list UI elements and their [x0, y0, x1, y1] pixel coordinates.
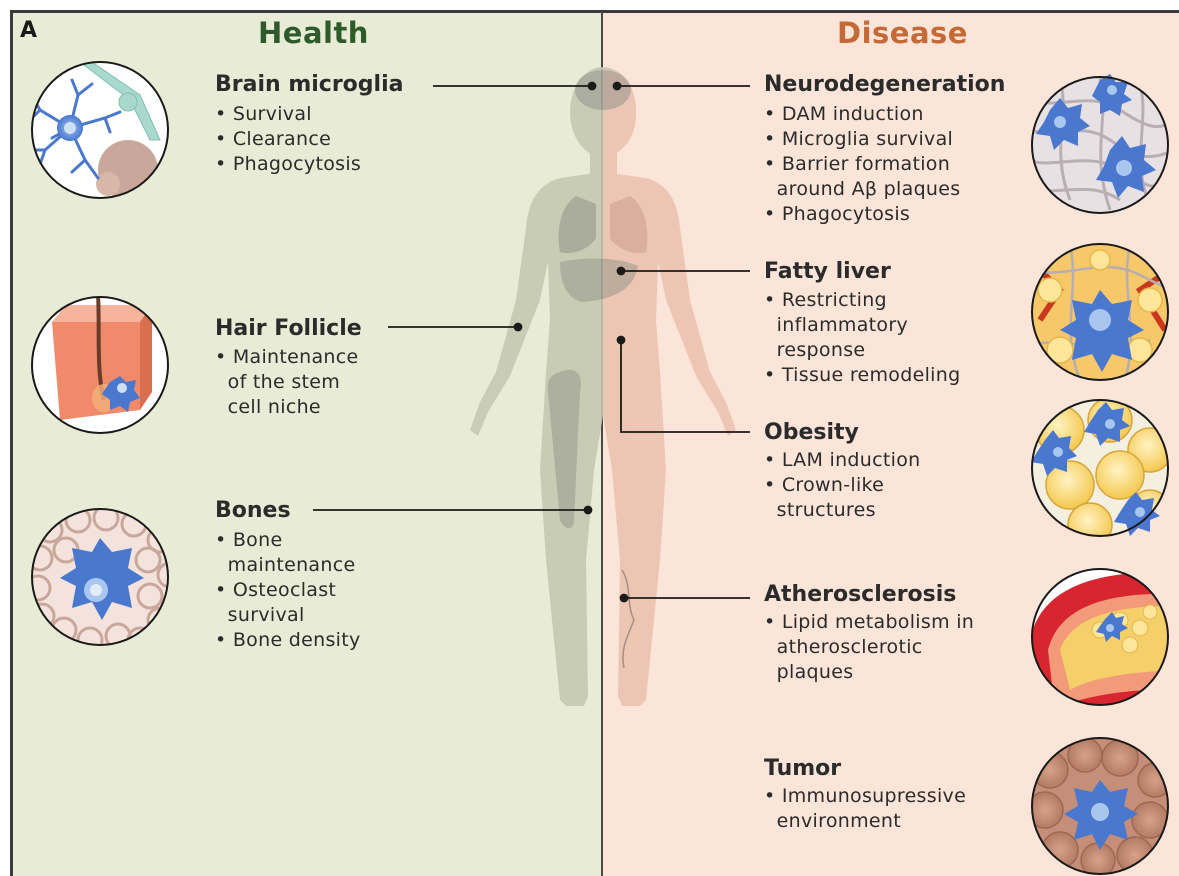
list-item: inflammatory	[764, 313, 908, 338]
list-item: • Phagocytosis	[215, 152, 361, 177]
frame-top-rule	[12, 10, 1179, 13]
fatty-liver-title: Fatty liver	[764, 259, 891, 284]
panel-letter: A	[20, 18, 37, 43]
neurodegeneration-title: Neurodegeneration	[764, 72, 1005, 97]
list-item: • Microglia survival	[764, 127, 953, 152]
list-item: plaques	[764, 660, 853, 685]
hair-follicle-title: Hair Follicle	[215, 316, 362, 341]
list-item: • Bone	[215, 528, 282, 553]
list-item: cell niche	[215, 395, 321, 420]
health-heading: Health	[258, 16, 369, 50]
list-item: of the stem	[215, 370, 340, 395]
list-item: • Lipid metabolism in	[764, 610, 974, 635]
list-item: structures	[764, 498, 876, 523]
list-item: • Immunosupressive	[764, 784, 966, 809]
list-item: • Clearance	[215, 127, 331, 152]
list-item: • Bone density	[215, 628, 361, 653]
list-item: • Phagocytosis	[764, 202, 910, 227]
list-item: atherosclerotic	[764, 635, 923, 660]
list-item: maintenance	[215, 553, 355, 578]
list-item: • Restricting	[764, 288, 887, 313]
list-item: around Aβ plaques	[764, 177, 960, 202]
list-item: • Tissue remodeling	[764, 363, 960, 388]
bones-title: Bones	[215, 498, 291, 523]
list-item: • DAM induction	[764, 102, 924, 127]
list-item: • Survival	[215, 102, 312, 127]
list-item: • Maintenance	[215, 345, 359, 370]
atherosclerosis-title: Atherosclerosis	[764, 582, 956, 607]
list-item: • Osteoclast	[215, 578, 336, 603]
list-item: response	[764, 338, 865, 363]
list-item: • LAM induction	[764, 448, 920, 473]
list-item: survival	[215, 603, 305, 628]
list-item: • Crown-like	[764, 473, 884, 498]
obesity-title: Obesity	[764, 420, 859, 445]
list-item: • Barrier formation	[764, 152, 950, 177]
brain-microglia-title: Brain microglia	[215, 72, 403, 97]
frame-left-rule	[10, 10, 13, 876]
tumor-title: Tumor	[764, 756, 841, 781]
list-item: environment	[764, 809, 901, 834]
disease-heading: Disease	[837, 16, 968, 50]
